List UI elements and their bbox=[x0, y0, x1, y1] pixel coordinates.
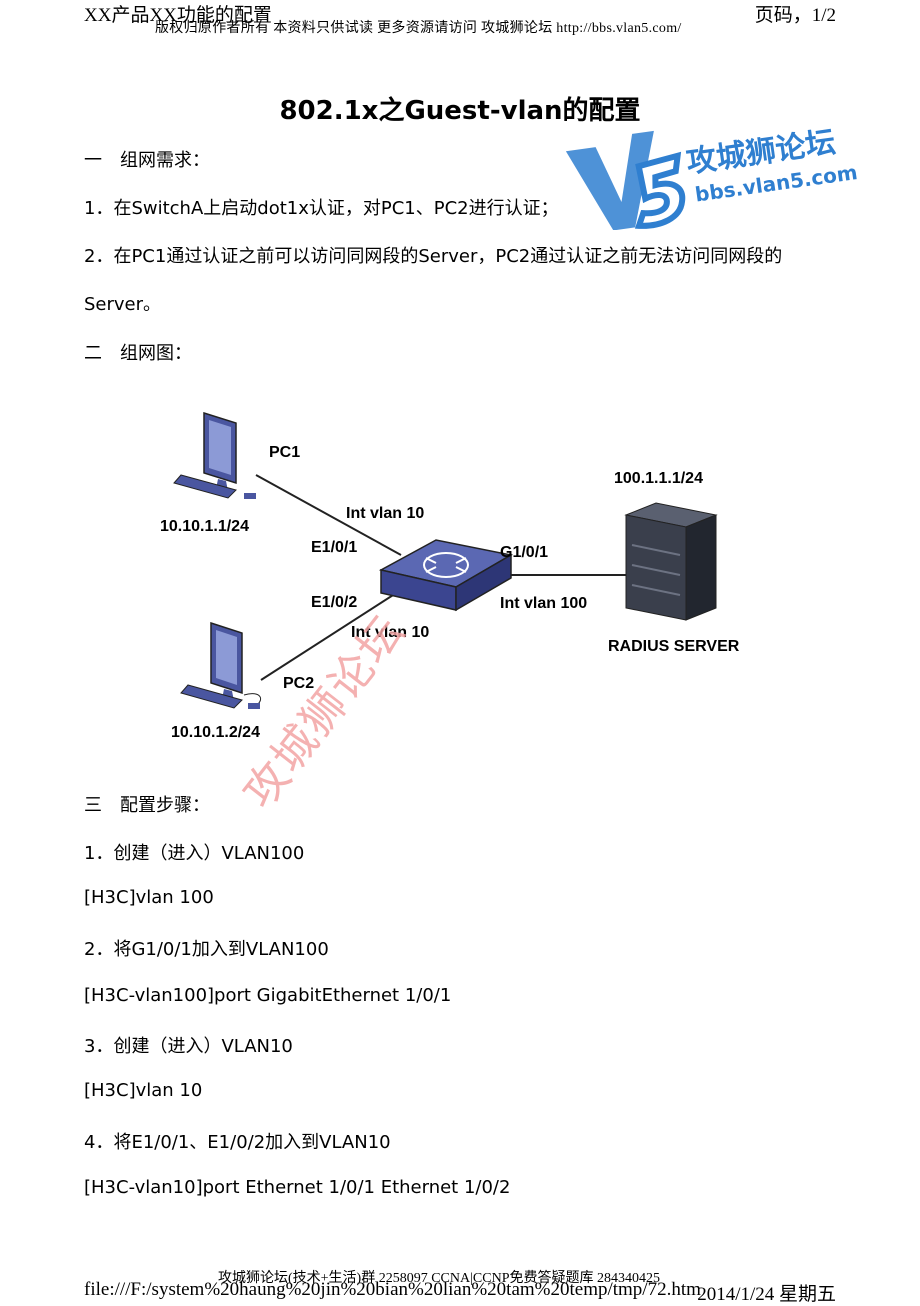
section-3-heading: 三 配置步骤： bbox=[84, 795, 210, 816]
int-vlan100-label: Int vlan 100 bbox=[500, 595, 587, 612]
copyright-notice: 版权归原作者所有 本资料只供试读 更多资源请访问 攻城狮论坛 http://bb… bbox=[155, 21, 682, 36]
page-header-title: XX产品XX功能的配置 bbox=[84, 5, 272, 26]
int-vlan10-top-label: Int vlan 10 bbox=[346, 505, 424, 522]
link-pc1-switch bbox=[255, 474, 402, 556]
footer-file-path: file:///F:/system%20haung%20jin%20bian%2… bbox=[84, 1279, 701, 1300]
command-4: [H3C-vlan10]port Ethernet 1/0/1 Ethernet… bbox=[84, 1177, 511, 1198]
step-1: 1．创建（进入）VLAN100 bbox=[84, 843, 305, 864]
link-pc2-switch bbox=[260, 589, 402, 681]
pc1-icon bbox=[173, 411, 256, 499]
command-3: [H3C]vlan 10 bbox=[84, 1080, 203, 1101]
pc1-ip-label: 10.10.1.1/24 bbox=[160, 518, 249, 535]
network-diagram: PC1 10.10.1.1/24 Int vlan 10 E1/0/1 E1/0… bbox=[136, 395, 786, 759]
command-2: [H3C-vlan100]port GigabitEthernet 1/0/1 bbox=[84, 985, 452, 1006]
requirement-2-cont: Server。 bbox=[84, 294, 162, 315]
int-vlan10-bottom-label: Int vlan 10 bbox=[351, 624, 429, 641]
vlan5-stamp-logo: 攻城狮论坛 bbs.vlan5.com bbox=[560, 110, 890, 234]
port-e102-label: E1/0/2 bbox=[311, 594, 357, 611]
section-2-heading: 二 组网图： bbox=[84, 343, 192, 364]
pc2-icon bbox=[180, 621, 262, 709]
footer-date: 2014/1/24 星期五 bbox=[697, 1284, 836, 1305]
requirement-2: 2．在PC1通过认证之前可以访问同网段的Server，PC2通过认证之前无法访问… bbox=[84, 246, 783, 267]
step-2: 2．将G1/0/1加入到VLAN100 bbox=[84, 939, 329, 960]
pc1-label: PC1 bbox=[269, 444, 300, 461]
pc2-label: PC2 bbox=[283, 675, 314, 692]
server-name-label: RADIUS SERVER bbox=[608, 638, 740, 655]
pc2-ip-label: 10.10.1.2/24 bbox=[171, 724, 260, 741]
footer-group-info: 攻城狮论坛(技术+生活)群 2258097 CCNA|CCNP免费答疑题库 28… bbox=[218, 1271, 660, 1286]
step-4: 4．将E1/0/1、E1/0/2加入到VLAN10 bbox=[84, 1132, 391, 1153]
command-1: [H3C]vlan 100 bbox=[84, 887, 214, 908]
port-e101-label: E1/0/1 bbox=[311, 539, 357, 556]
page-number: 页码，1/2 bbox=[754, 5, 836, 26]
server-icon bbox=[624, 502, 718, 621]
step-3: 3．创建（进入）VLAN10 bbox=[84, 1036, 293, 1057]
port-g101-label: G1/0/1 bbox=[500, 544, 548, 561]
requirement-1: 1．在SwitchA上启动dot1x认证，对PC1、PC2进行认证； bbox=[84, 198, 559, 219]
switch-icon bbox=[378, 539, 514, 612]
section-1-heading: 一 组网需求： bbox=[84, 150, 210, 171]
document-title: 802.1x之Guest-vlan的配置 bbox=[279, 96, 641, 126]
server-ip-label: 100.1.1.1/24 bbox=[614, 470, 703, 487]
